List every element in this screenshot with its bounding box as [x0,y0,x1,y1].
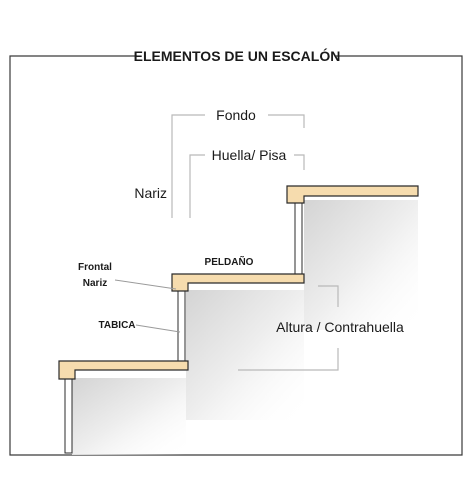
step-shadow-lower [72,378,186,455]
frontal-label-line1: Frontal [78,262,112,273]
frontal-leader-line [114,279,177,290]
tread-middle [171,273,305,292]
riser-upper [294,202,303,277]
altura-dimension-line [238,285,339,371]
frame-border [9,55,463,456]
altura-label: Altura / Contrahuella [276,319,404,335]
huella-dimension-line [189,154,305,218]
riser-middle [177,290,186,365]
fondo-dimension-line [171,114,305,218]
diagram-title: ELEMENTOS DE UN ESCALÓN [134,47,341,64]
tread-upper [286,185,419,204]
huella-label: Huella/ Pisa [212,147,287,163]
nariz-label: Nariz [134,185,167,201]
tread-lower [58,360,189,380]
riser-lower [64,378,73,454]
fondo-label: Fondo [216,107,256,123]
tabica-label: TABICA [98,320,135,331]
tabica-leader-line [135,324,181,333]
peldano-label: PELDAÑO [205,255,254,268]
frontal-label-line2: Nariz [83,278,107,289]
step-shadow-middle [186,290,304,420]
step-shadow-upper [304,200,418,330]
